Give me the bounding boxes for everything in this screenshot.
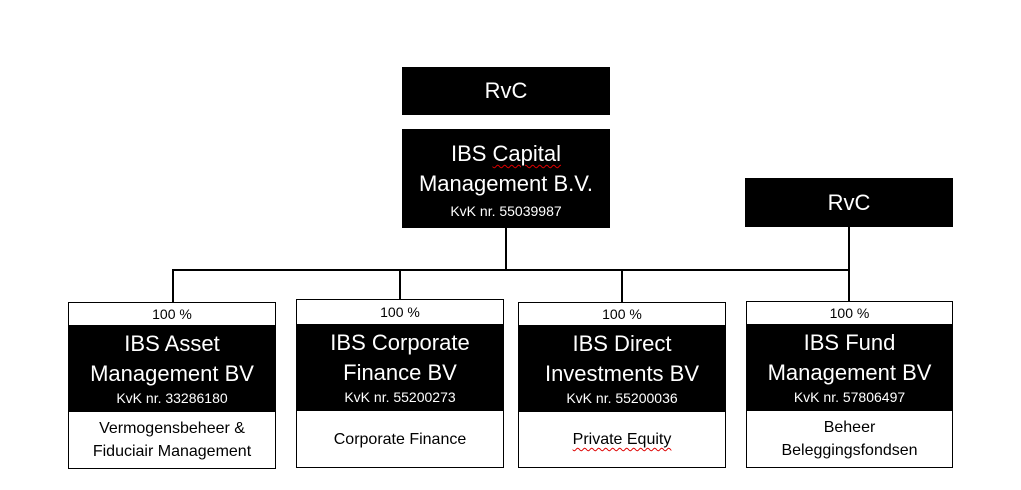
subsidiary-kvk: KvK nr. 55200273 (344, 389, 456, 405)
subsidiary-title-line2: Investments BV (544, 361, 700, 386)
connector-horizontal-bus (172, 269, 850, 271)
parent-company-box: IBS Capital Management B.V. KvK nr. 5503… (402, 129, 610, 228)
subsidiary-kvk: KvK nr. 33286180 (116, 390, 228, 406)
parent-kvk: KvK nr. 55039987 (450, 203, 562, 219)
subsidiary-desc-3: Private Equity (518, 411, 726, 468)
subsidiary-box-2: IBS Corporate Finance BV KvK nr. 5520027… (296, 325, 504, 410)
connector-sub2 (399, 269, 401, 299)
ownership-pct-1: 100 % (68, 302, 276, 326)
ownership-pct-4: 100 % (746, 301, 953, 325)
subsidiary-kvk: KvK nr. 57806497 (793, 389, 906, 405)
subsidiary-title-line1: IBS Fund (803, 330, 896, 355)
rvc-label: RvC (827, 189, 871, 215)
subsidiary-desc-1: Vermogensbeheer & Fiduciair Management (68, 411, 276, 469)
subsidiary-title-line1: IBS Direct (572, 331, 672, 356)
subsidiary-kvk: KvK nr. 55200036 (566, 390, 678, 406)
connector-sub1 (172, 269, 174, 303)
subsidiary-title-line1: IBS Asset (124, 331, 220, 356)
subsidiary-title-line1: IBS Corporate (330, 330, 470, 355)
parent-title-line2: Management B.V. (418, 171, 594, 196)
subsidiary-desc-4: Beheer Beleggingsfondsen (746, 410, 953, 468)
connector-side-rvc (848, 227, 850, 302)
connector-sub3 (621, 269, 623, 302)
subsidiary-box-1: IBS Asset Management BV KvK nr. 33286180 (68, 326, 276, 411)
subsidiary-box-4: IBS Fund Management BV KvK nr. 57806497 (746, 325, 953, 410)
rvc-box-side: RvC (745, 178, 953, 227)
parent-title-line1: IBS Capital (450, 141, 562, 166)
subsidiary-desc-2: Corporate Finance (296, 410, 504, 468)
rvc-box-top: RvC (402, 67, 610, 115)
ownership-pct-2: 100 % (296, 299, 504, 325)
subsidiary-title-line2: Management BV (767, 360, 932, 385)
subsidiary-title-line2: Management BV (90, 361, 254, 386)
subsidiary-title-line2: Finance BV (343, 360, 457, 385)
ownership-pct-3: 100 % (518, 302, 726, 326)
connector-parent-down (505, 228, 507, 270)
subsidiary-box-3: IBS Direct Investments BV KvK nr. 552000… (518, 326, 726, 411)
rvc-label: RvC (484, 78, 528, 103)
